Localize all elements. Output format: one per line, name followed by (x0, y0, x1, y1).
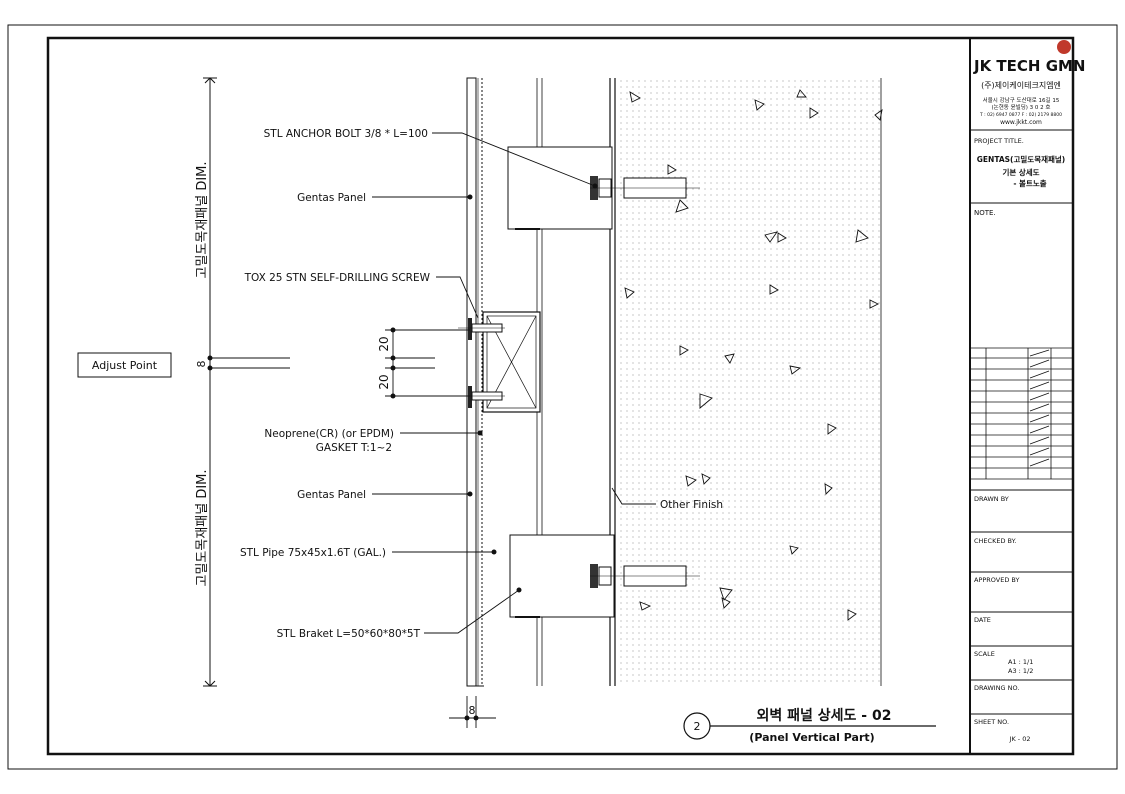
callout-anchor-bolt: STL ANCHOR BOLT 3/8 * L=100 (264, 128, 428, 140)
callout-gasket-line1: Neoprene(CR) (or EPDM) (264, 428, 394, 440)
date-label: DATE (974, 616, 991, 624)
address-line-1: 서울시 강남구 도산대로 16길 15 (983, 96, 1060, 104)
upper-screw (458, 318, 505, 340)
project-title-label: PROJECT TITLE. (974, 137, 1024, 145)
callout-gentas-panel-bottom: Gentas Panel (297, 489, 366, 501)
address-line-2: (논현동 윤빌딩) 3 0 2 호 (992, 103, 1051, 111)
aggregate-marks (624, 89, 883, 621)
callout-screw: TOX 25 STN SELF-DRILLING SCREW (244, 272, 431, 284)
vertical-dimension (203, 77, 290, 687)
dim-label-upper: 고밀도목재패널 DIM. (195, 161, 210, 278)
approved-by-label: APPROVED BY (974, 576, 1020, 584)
drawn-by-label: DRAWN BY (974, 495, 1009, 503)
drawing-number: 2 (694, 720, 701, 733)
drawing-subtitle: (Panel Vertical Part) (749, 731, 874, 744)
company-website: www.jkkt.com (1000, 119, 1042, 126)
dim-gap: 8 (195, 361, 208, 368)
dim-label-lower: 고밀도목재패널 DIM. (195, 469, 210, 586)
scale-a3: A3 : 1/2 (1008, 667, 1033, 675)
dim-spacing-lower: 20 (377, 374, 391, 389)
project-line-2: 기본 상세도 (1002, 167, 1039, 177)
project-line-1: GENTAS(고밀도목재패널) (977, 154, 1065, 164)
sheet-no: JK - 02 (1009, 735, 1031, 743)
checked-by-label: CHECKED BY. (974, 537, 1016, 545)
inner-frame (46, 36, 1075, 756)
callout-gentas-panel-top: Gentas Panel (297, 192, 366, 204)
company-name: (주)제이케이테크지엠엔 (981, 80, 1061, 90)
callout-other-finish: Other Finish (660, 499, 723, 511)
note-label: NOTE. (974, 209, 996, 217)
bottom-dimension (449, 696, 496, 728)
dim-spacing-upper: 20 (377, 336, 391, 351)
scale-label: SCALE (974, 650, 995, 658)
project-line-3: - 볼트노출 (1013, 178, 1046, 188)
title-block: JK TECH GMN (주)제이케이테크지엠엔 서울시 강남구 도산대로 16… (969, 38, 1085, 754)
adjust-point-box (77, 352, 172, 378)
address-line-3: T : 02) 6947 0877 F : 02) 2179 8800 (979, 112, 1062, 118)
drawing-no-label: DRAWING NO. (974, 684, 1019, 692)
sheet-no-label: SHEET NO. (974, 718, 1009, 726)
section-drawing: STL ANCHOR BOLT 3/8 * L=100 Gentas Panel… (77, 77, 936, 744)
adjust-point-label: Adjust Point (92, 359, 158, 372)
scale-a1: A1 : 1/1 (1008, 658, 1033, 666)
revision-grid (970, 347, 1073, 480)
spacing-dimension (385, 329, 470, 397)
concrete-wall (616, 78, 881, 686)
dim-bottom-gap: 8 (469, 704, 476, 717)
company-logo: JK TECH GMN (973, 57, 1085, 75)
logo-mark-icon (1057, 40, 1071, 54)
outer-frame (7, 24, 1118, 770)
callout-steel-pipe: STL Pipe 75x45x1.6T (GAL.) (240, 547, 386, 559)
callout-gasket-line2: GASKET T:1~2 (316, 442, 392, 454)
callout-bracket: STL Braket L=50*60*80*5T (277, 628, 421, 640)
gentas-panel (466, 77, 477, 687)
drawing-title: 외벽 패널 상세도 - 02 (757, 707, 892, 724)
